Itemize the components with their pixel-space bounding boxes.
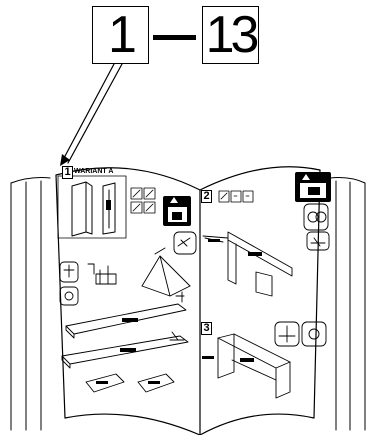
step-number-2: 2: [201, 190, 212, 203]
step2-panel-assembly: [202, 231, 293, 297]
pointer-arrow: [60, 63, 123, 166]
page-range-dash: [153, 35, 196, 40]
variant-label: WARIANT A: [74, 168, 114, 175]
two-person-warning-icon: [163, 196, 191, 226]
hardware-icons-left: [130, 187, 156, 214]
step1-boards: [61, 291, 189, 393]
start-page-number: 1: [108, 6, 137, 64]
step-number-1: 1: [62, 166, 73, 179]
tool-circle-icons: [303, 203, 330, 251]
step1-tools: [59, 261, 117, 306]
cabinet-variant-figure: [57, 175, 127, 239]
two-person-warning-icon-right: [295, 172, 331, 202]
detail-zoom-icon: [173, 231, 197, 255]
step1-pyramid-stand: [141, 247, 191, 297]
step-number-3: 3: [201, 322, 212, 335]
right-page-outline: [199, 166, 321, 435]
end-page-number-box: 13: [202, 6, 259, 64]
step3-panel-assembly: [202, 333, 291, 399]
step3-detail-icons: [274, 321, 327, 347]
hardware-icons-step2: [218, 190, 254, 203]
end-page-number: 13: [205, 6, 260, 64]
start-page-number-box: 1: [92, 6, 149, 64]
book-cover-lines: [10, 177, 366, 431]
left-page-outline: [55, 167, 201, 435]
